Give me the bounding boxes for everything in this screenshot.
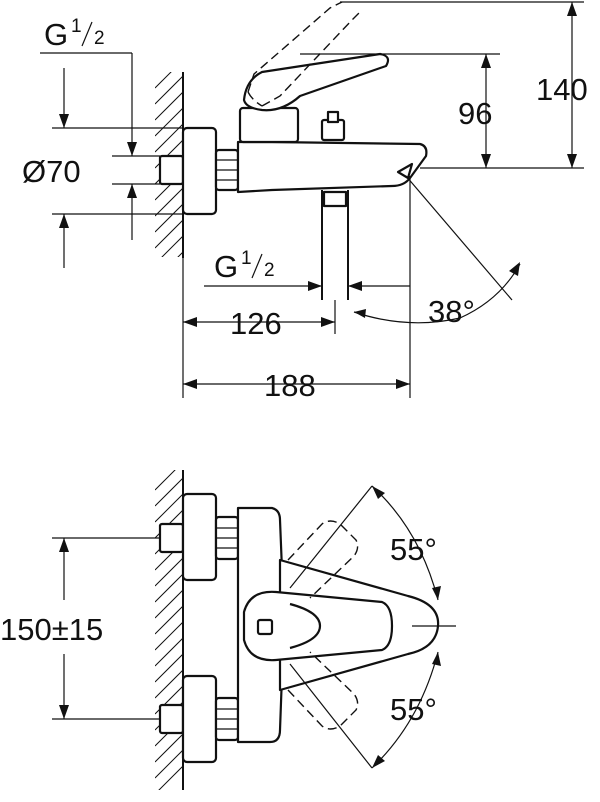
svg-text:Ø70: Ø70 [22, 154, 81, 189]
svg-text:140: 140 [536, 72, 588, 107]
center-distance-dimension: 150±15 [0, 537, 160, 720]
faucet-body-side [236, 106, 428, 300]
svg-text:126: 126 [230, 306, 282, 341]
svg-text:G: G [214, 249, 238, 284]
svg-text:55°: 55° [390, 532, 437, 567]
width-dimensions: 126 188 [182, 176, 411, 403]
faucet-body-top [236, 506, 440, 744]
lever-angle-dimensions: 55° 55° [289, 485, 456, 769]
height-dimensions: 96 140 [300, 1, 588, 169]
svg-text:G: G [44, 17, 68, 52]
lever-side [242, 1, 390, 112]
side-view: G 1 2 Ø70 [22, 1, 588, 403]
top-view: 150±15 55° 55° [0, 470, 456, 790]
wall-hatching-bottom [155, 470, 184, 790]
svg-text:38°: 38° [428, 294, 475, 329]
spout-angle-dimension: 38° [353, 175, 521, 329]
svg-text:96: 96 [458, 96, 492, 131]
wall-connector-lower [158, 674, 240, 764]
diameter-dimension: Ø70 [22, 68, 183, 268]
svg-text:2: 2 [264, 260, 275, 281]
wall-connector-upper [158, 492, 240, 582]
svg-text:55°: 55° [390, 692, 437, 727]
thread-label-top-left: G 1 2 [40, 16, 137, 240]
svg-text:1: 1 [71, 16, 82, 37]
svg-text:150±15: 150±15 [0, 612, 103, 647]
svg-text:188: 188 [264, 368, 316, 403]
svg-text:1: 1 [241, 248, 252, 269]
wall-connector-top [158, 126, 240, 216]
thread-label-outlet: G 1 2 [204, 248, 410, 291]
svg-text:2: 2 [94, 28, 105, 49]
